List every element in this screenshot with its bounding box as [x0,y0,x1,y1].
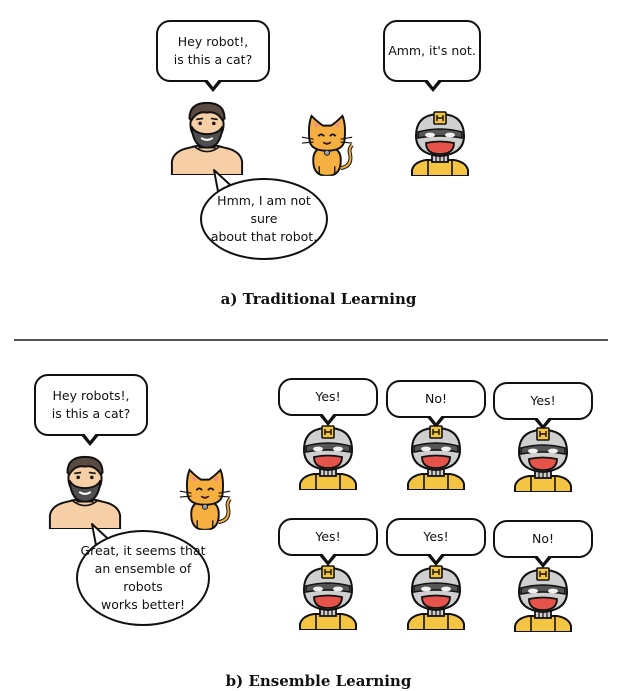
robot-icon [404,564,468,630]
human-question-bubble: Hey robots!, is this a cat? [34,374,148,436]
bubble-tail [426,552,446,566]
robot-icon [408,110,472,176]
robot-answer-text: Yes! [530,393,556,408]
robot-icon [296,564,360,630]
bubble-tail [423,78,443,92]
bubble-tail [533,554,553,568]
robot-icon [296,424,360,490]
human-question-text: Hey robot!, is this a cat? [173,34,253,67]
human-reply-text: Great, it seems that an ensemble of robo… [80,543,206,612]
robot-answer-bubble: Yes! [493,382,593,420]
bubble-tail [426,414,446,428]
bubble-tail [80,432,100,446]
robot-answer-text: No! [531,531,554,546]
robot-answer-bubble: Yes! [278,378,378,416]
robot-answer-bubble: Yes! [278,518,378,556]
robot-icon [511,426,575,492]
robot-answer-text: No! [424,391,447,406]
caption-traditional-learning: a) Traditional Learning [220,290,417,308]
cat-icon [298,112,356,176]
robot-answer-text: Yes! [315,389,341,404]
human-question-text: Hey robots!, is this a cat? [51,388,131,421]
robot-answer-bubble: Amm, it's not. [383,20,481,82]
human-reply-text: Hmm, I am not sure about that robot. [210,193,318,244]
caption-ensemble-learning: b) Ensemble Learning [225,672,412,690]
robot-answer-bubble: Yes! [386,518,486,556]
bubble-tail [318,412,338,426]
robot-answer-text: Yes! [423,529,449,544]
robot-icon [511,566,575,632]
robot-answer-bubble: No! [386,380,486,418]
robot-answer-text: Yes! [315,529,341,544]
robot-icon [404,424,468,490]
cat-icon [176,466,234,530]
bearded-man-icon [46,450,124,530]
robot-answer-text: Amm, it's not. [388,43,476,58]
human-reply-bubble: Great, it seems that an ensemble of robo… [76,530,210,626]
bubble-tail [318,552,338,566]
robot-answer-bubble: No! [493,520,593,558]
human-reply-bubble: Hmm, I am not sure about that robot. [200,178,328,260]
human-question-bubble: Hey robot!, is this a cat? [156,20,270,82]
section-divider [14,339,608,341]
bubble-tail [203,78,223,92]
bearded-man-icon [168,96,246,176]
bubble-tail [533,416,553,430]
